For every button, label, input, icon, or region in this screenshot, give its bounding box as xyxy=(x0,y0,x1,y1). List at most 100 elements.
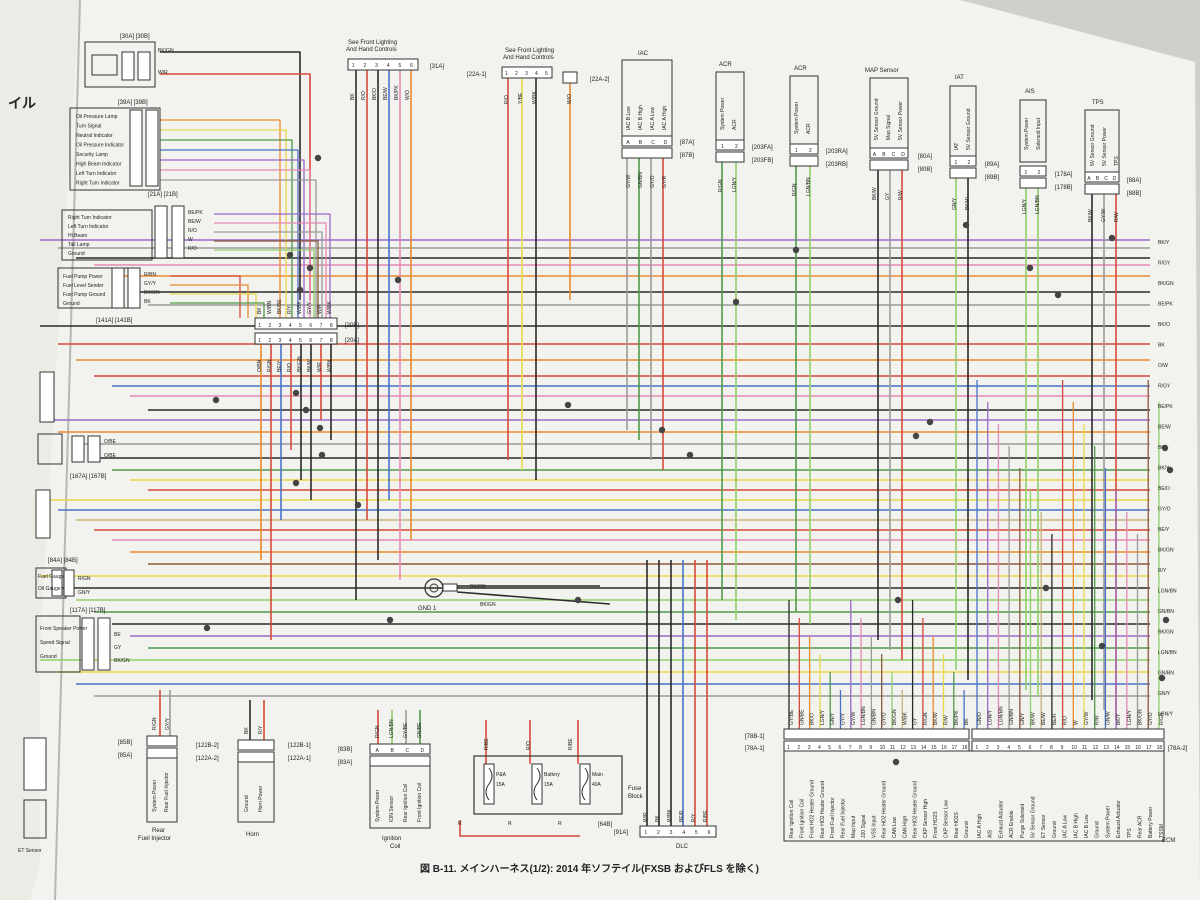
c20a-pin-8: 8 xyxy=(330,338,333,344)
c141-fn-4: Ground xyxy=(63,301,80,307)
wire xyxy=(456,591,611,605)
splice-dot-19 xyxy=(292,479,300,487)
c20b-pin-7: 7 xyxy=(320,323,323,329)
ecm-b-wire-13: GN/W xyxy=(1105,711,1111,725)
map-fn-2: Map Signal xyxy=(886,115,892,140)
ecm-a-pin-16: 16 xyxy=(941,745,947,751)
iac-a-pin-3: C xyxy=(651,140,655,146)
injector-title-2: Fuel Injector xyxy=(138,836,171,842)
connector-178a-label: [178A] xyxy=(1055,172,1073,178)
right-wire-3: BK/GN xyxy=(1158,281,1174,287)
map-sensor-title: MAP Sensor xyxy=(865,68,899,74)
c20-top-wire-1: BK xyxy=(257,307,263,314)
connector-141-label: [141A] [141B] xyxy=(96,318,133,324)
ecm-a-pin-12: 12 xyxy=(900,745,906,751)
right-wire-12: BK/Y xyxy=(1158,466,1170,472)
connector-178b-label: [178B] xyxy=(1055,185,1073,191)
ecm-a-fn-6: Rear Fuel Injector xyxy=(841,798,847,838)
ais-wire-2: LGN/BN xyxy=(1035,195,1041,214)
right-wire-22: GN/BN xyxy=(1158,671,1174,677)
dlc-wire-6: R/BE xyxy=(703,810,709,822)
ecm-a-wire-10: GY/O xyxy=(882,712,888,725)
splice-dot-7 xyxy=(292,389,300,397)
fuse-side-2: R xyxy=(508,821,512,827)
c20-bot-wire-5: BK/GN xyxy=(297,356,303,372)
right-wire-17: R/Y xyxy=(1158,568,1167,574)
ecm-b-fn-12: Ground xyxy=(1095,821,1101,838)
ecm-a-wire-1: GY/BE xyxy=(789,709,795,725)
ecm-b-pin-5: 5 xyxy=(1018,745,1021,751)
fuse-side-3: R xyxy=(558,821,562,827)
ign-fn-2: ION Sensor xyxy=(389,796,395,822)
splice-dot-6 xyxy=(212,396,220,404)
ecm-b-wire-6: BK/W xyxy=(1031,712,1037,725)
ign-wire-1: R/GN xyxy=(375,725,381,738)
ign-wire-3: GY/BE xyxy=(403,722,409,738)
connector-87a-label: [87A] xyxy=(680,140,694,146)
c39-fn-3: Neutral Indicator xyxy=(76,133,113,139)
c39-fn-1: Oil Pressure Lamp xyxy=(76,114,118,120)
c21-fn-5: Ground xyxy=(68,251,85,257)
ecm-b-pin-13: 13 xyxy=(1103,745,1109,751)
connector-203fb-label: [203FB] xyxy=(752,158,773,164)
c20-bot-wire-3: BE/Y xyxy=(277,360,283,372)
c20-top-wire-2: W/BN xyxy=(267,301,273,314)
fuse-name-2: Battery xyxy=(544,772,560,778)
ecm-b-wire-18: R/GN xyxy=(1159,712,1165,725)
ais-fn-2: Solenoid Input xyxy=(1036,117,1042,150)
connector-203rb-label: [203RB] xyxy=(826,162,848,168)
ecm-a-pin-7: 7 xyxy=(849,745,852,751)
connector-88a-label: [88A] xyxy=(1127,178,1141,184)
splice-dot-28 xyxy=(1158,674,1166,682)
iac-a-pin-4: D xyxy=(664,140,668,146)
dlc-pin-3: 3 xyxy=(670,830,673,836)
connector-203fa-label: [203FA] xyxy=(752,145,773,151)
ecm-a-fn-10: Rear HO2 Heater Ground xyxy=(882,781,888,838)
acrr-a-pin-2: 2 xyxy=(809,148,812,154)
acrr-a-pin-1: 1 xyxy=(795,148,798,154)
right-wire-21: LGN/BN xyxy=(1158,650,1177,656)
c20-top-wire-4: R/Y xyxy=(287,305,293,314)
c31-wire-1: BK xyxy=(350,93,356,100)
fuse-element-3 xyxy=(581,767,589,801)
c117-wire-1: BE xyxy=(114,632,121,638)
wire xyxy=(170,293,257,318)
margin-text: イル xyxy=(8,95,36,111)
dlc-wire-2: BK xyxy=(655,815,661,822)
wire xyxy=(160,129,287,318)
c21-fn-4: Tail Lamp xyxy=(68,242,90,248)
c20-bot-wire-7: W/R xyxy=(317,362,323,372)
connector-89b-label: [89B] xyxy=(985,175,999,181)
main-sheet xyxy=(30,0,1200,900)
acrf-a-pin-1: 1 xyxy=(721,144,724,150)
connector-83a-label: [83A] xyxy=(338,760,352,766)
ecm-b-wire-12: R/W xyxy=(1095,715,1101,725)
ecm-b-wire-7: BE/W xyxy=(1041,712,1047,725)
splice-dot-33 xyxy=(962,221,970,229)
wire xyxy=(160,159,305,318)
wire xyxy=(214,213,331,318)
map-a-pin-1: A xyxy=(873,152,877,158)
ecm-b-wire-17: GY/O xyxy=(1148,712,1154,725)
ecm-b-wire-9: R/O xyxy=(1063,716,1069,725)
c21-wire-2: BE/W xyxy=(188,219,201,225)
c20-top-wire-5: W/BK xyxy=(297,301,303,314)
acrf-fn-2: ACR xyxy=(732,119,738,130)
ecm-a-fn-16: CKP Sensor Low xyxy=(944,800,950,838)
splice-dot-16 xyxy=(1161,444,1169,452)
figure-caption: 図 B-11. メインハーネス(1/2): 2014 年ソフテイル(FXSB お… xyxy=(420,862,759,875)
connector-91a-label: [91A] xyxy=(614,830,628,836)
right-edge-wire-labels: BK/YR/GYBK/GNBE/PKBK/OBKO/WR/GYBE/PKBE/W… xyxy=(1158,240,1177,718)
ecm-a-pin-18: 18 xyxy=(962,745,968,751)
c84-wire-1: R/GN xyxy=(78,576,91,582)
right-wire-19: GN/BN xyxy=(1158,609,1174,615)
acrr-fn-2: ACR xyxy=(806,123,812,134)
ecm-a-pin-4: 4 xyxy=(818,745,821,751)
splice-dot-9 xyxy=(316,424,324,432)
